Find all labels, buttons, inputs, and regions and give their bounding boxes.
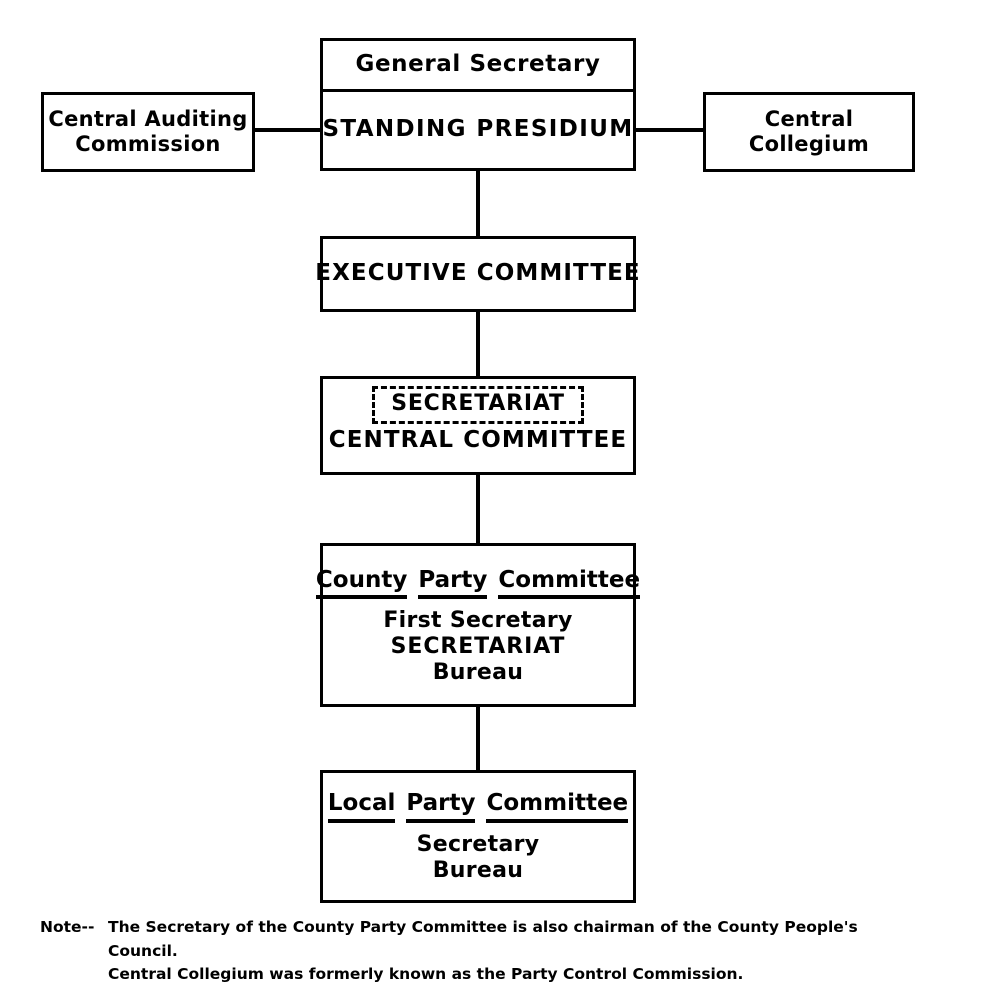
node-county-party-committee: County Party Committee First Secretary S…: [315, 543, 641, 707]
secretariat-label: SECRETARIAT: [391, 391, 565, 416]
connector-presidium-to-central-auditing: [255, 128, 322, 132]
local-party-committee-heading-word-1: Local: [327, 791, 396, 823]
node-central-collegium: Central Collegium: [703, 92, 915, 172]
footnote-line-3: Central Collegium was formerly known as …: [108, 965, 744, 984]
standing-presidium-row: STANDING PRESIDIUM: [322, 92, 634, 168]
connector-executive-committee-to-central-committee: [476, 310, 480, 378]
connector-county-party-committee-to-local-party-committee: [476, 705, 480, 772]
secretariat-dashed-box: SECRETARIAT: [372, 386, 584, 424]
footnote-label: Note--: [40, 918, 95, 936]
local-secretary-label: Secretary: [416, 831, 540, 857]
node-standing-presidium: General Secretary STANDING PRESIDIUM: [320, 38, 636, 171]
node-general-secretary: General Secretary: [323, 41, 633, 92]
general-secretary-label: General Secretary: [355, 51, 601, 78]
county-secretariat-label: SECRETARIAT: [390, 634, 566, 660]
footnote-line-1: The Secretary of the County Party Commit…: [108, 918, 858, 936]
footnote-line-2: Council.: [108, 941, 178, 960]
county-party-committee-heading-word-1: County: [315, 568, 408, 600]
county-bureau-label: Bureau: [432, 660, 524, 686]
local-party-committee-heading: Local Party Committee: [327, 791, 629, 823]
central-collegium-line-2: Collegium: [748, 132, 870, 156]
executive-committee-label: EXECUTIVE COMMITTEE: [315, 260, 641, 287]
county-first-secretary-label: First Secretary: [383, 608, 573, 634]
local-bureau-label: Bureau: [432, 857, 524, 883]
connector-presidium-to-central-collegium: [634, 128, 704, 132]
central-committee-label: CENTRAL COMMITTEE: [328, 426, 628, 453]
county-party-committee-heading: County Party Committee: [315, 568, 641, 600]
county-party-committee-heading-word-3: Committee: [498, 568, 641, 600]
node-central-committee: SECRETARIAT CENTRAL COMMITTEE: [320, 376, 636, 475]
node-executive-committee: EXECUTIVE COMMITTEE: [315, 236, 640, 312]
footnote-row-1: Note-- The Secretary of the County Party…: [40, 916, 950, 940]
central-auditing-commission-line-1: Central Auditing: [48, 107, 248, 132]
footnote: Note-- The Secretary of the County Party…: [40, 916, 950, 987]
standing-presidium-label: STANDING PRESIDIUM: [322, 116, 634, 143]
county-party-committee-heading-word-2: Party: [418, 568, 488, 600]
local-party-committee-heading-word-2: Party: [406, 791, 476, 823]
node-central-auditing-commission: Central Auditing Commission: [41, 92, 255, 172]
central-auditing-commission-line-2: Commission: [75, 132, 221, 156]
local-party-committee-heading-word-3: Committee: [486, 791, 629, 823]
central-collegium-line-1: Central: [764, 107, 854, 132]
connector-presidium-to-executive-committee: [476, 169, 480, 238]
node-local-party-committee: Local Party Committee Secretary Bureau: [320, 770, 636, 903]
connector-central-committee-to-county-party-committee: [476, 473, 480, 545]
